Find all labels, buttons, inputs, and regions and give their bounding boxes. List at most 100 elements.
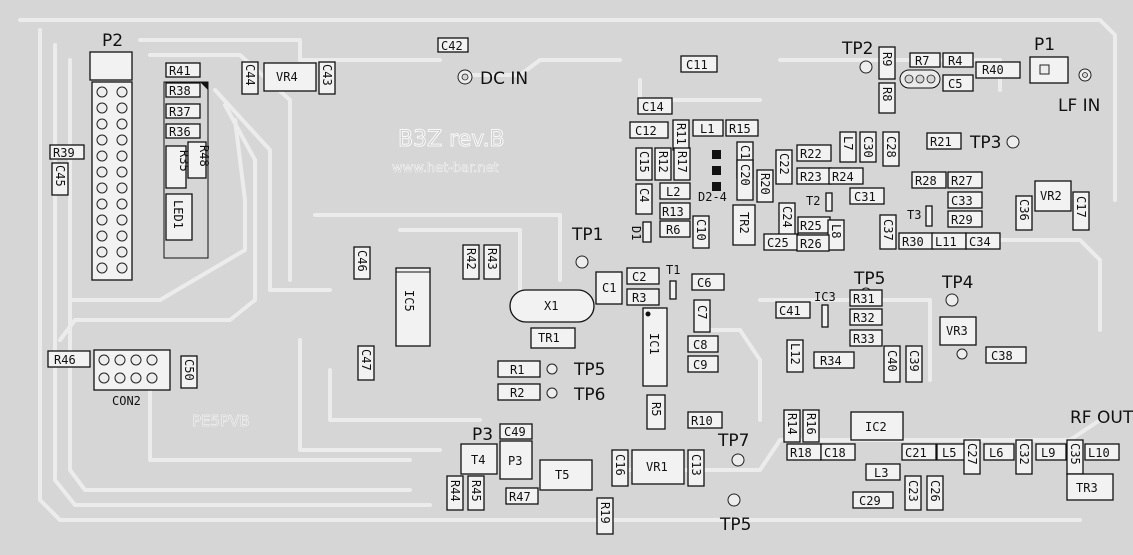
connector-p2[interactable]: P2 bbox=[89, 31, 133, 281]
capacitor-c5[interactable]: C5 bbox=[942, 74, 974, 92]
resistor-r33[interactable]: R33 bbox=[849, 329, 883, 347]
capacitor-c33[interactable]: C33 bbox=[947, 191, 983, 209]
crystal-x1[interactable]: X1 bbox=[509, 289, 595, 323]
connector-p1[interactable]: P1 bbox=[1029, 35, 1092, 84]
resistor-r30[interactable]: R30 bbox=[898, 232, 934, 250]
capacitor-c41[interactable]: C41 bbox=[775, 301, 811, 319]
resistor-r38[interactable]: R38 bbox=[165, 82, 201, 98]
resistor-r31[interactable]: R31 bbox=[849, 289, 883, 307]
resistor-r41[interactable]: R41 bbox=[165, 62, 201, 78]
resistor-r39[interactable]: R39 bbox=[49, 144, 85, 160]
resistor-r35[interactable]: R35 bbox=[165, 145, 191, 189]
ic-ic2[interactable]: IC2 bbox=[850, 411, 904, 441]
testpoint-tp3[interactable]: TP3 bbox=[969, 133, 1020, 153]
capacitor-c10[interactable]: C10 bbox=[692, 215, 710, 249]
capacitor-c43[interactable]: C43 bbox=[318, 61, 336, 95]
testpoint-tp6[interactable]: TP5 bbox=[546, 360, 605, 380]
resistor-r28[interactable]: R28 bbox=[911, 171, 947, 189]
capacitor-c4[interactable]: C4 bbox=[635, 183, 653, 215]
inductor-l1[interactable]: L1 bbox=[692, 119, 724, 137]
capacitor-c11[interactable]: C11 bbox=[680, 55, 718, 73]
capacitor-c12[interactable]: C12 bbox=[629, 121, 669, 139]
resistor-r20[interactable]: R20 bbox=[756, 169, 774, 203]
resistor-r21[interactable]: R21 bbox=[926, 132, 962, 150]
capacitor-c15[interactable]: C15 bbox=[635, 147, 653, 181]
capacitor-c31[interactable]: C31 bbox=[849, 187, 885, 205]
resistor-r14[interactable]: R14 bbox=[783, 409, 801, 443]
resistor-r27[interactable]: R27 bbox=[947, 171, 983, 189]
resistor-r36[interactable]: R36 bbox=[165, 123, 201, 139]
capacitor-c23[interactable]: C23 bbox=[904, 475, 922, 511]
resistor-r3[interactable]: R3 bbox=[626, 288, 660, 306]
capacitor-c9[interactable]: C9 bbox=[687, 355, 719, 373]
resistor-r19[interactable]: R19 bbox=[596, 497, 614, 535]
resistor-r42[interactable]: R42 bbox=[462, 244, 480, 280]
resistor-r47[interactable]: R47 bbox=[505, 487, 539, 505]
testpoint-tp7[interactable]: TP6 bbox=[546, 385, 605, 405]
capacitor-c29[interactable]: C29 bbox=[852, 491, 894, 509]
inductor-l12[interactable]: L12 bbox=[786, 339, 804, 373]
inductor-l2[interactable]: L2 bbox=[659, 182, 691, 200]
resistor-r24[interactable]: R24 bbox=[828, 167, 864, 185]
resistor-r44[interactable]: R44 bbox=[446, 475, 464, 511]
resistor-r4[interactable]: R4 bbox=[942, 52, 974, 68]
capacitor-c45[interactable]: C45 bbox=[51, 162, 69, 196]
ic-ic5[interactable]: IC5 bbox=[395, 267, 431, 347]
inductor-l5[interactable]: L5 bbox=[936, 443, 966, 461]
capacitor-c44[interactable]: C44 bbox=[241, 61, 259, 95]
resistor-r45[interactable]: R45 bbox=[467, 475, 485, 511]
inductor-l7[interactable]: L7 bbox=[839, 131, 857, 163]
capacitor-c6[interactable]: C6 bbox=[691, 273, 725, 291]
resistor-r6[interactable]: R6 bbox=[659, 220, 691, 238]
capacitor-c22[interactable]: C22 bbox=[775, 149, 793, 185]
resistor-r32[interactable]: R32 bbox=[849, 308, 883, 326]
capacitor-c49[interactable]: C49 bbox=[499, 423, 533, 440]
dc-in-terminal[interactable]: DC IN bbox=[457, 69, 528, 89]
capacitor-c46[interactable]: C46 bbox=[353, 246, 371, 280]
capacitor-c28[interactable]: C28 bbox=[882, 131, 900, 167]
resistor-r43[interactable]: R43 bbox=[483, 244, 501, 280]
connector-con2[interactable]: CON2 bbox=[93, 349, 171, 408]
capacitor-c7[interactable]: C7 bbox=[693, 299, 711, 333]
capacitor-c35[interactable]: C35 bbox=[1066, 439, 1084, 475]
transistor-t2[interactable]: T2 bbox=[806, 192, 833, 212]
inductor-l8[interactable]: L8 bbox=[827, 219, 845, 251]
resistor-r46[interactable]: R46 bbox=[47, 350, 91, 368]
resistor-r17[interactable]: R17 bbox=[673, 147, 691, 181]
capacitor-c50[interactable]: C50 bbox=[180, 355, 198, 389]
testpoint-tp1[interactable]: TP1 bbox=[571, 225, 603, 269]
resistor-r16[interactable]: R16 bbox=[802, 409, 820, 443]
capacitor-c13[interactable]: C13 bbox=[687, 449, 705, 487]
inductor-l3[interactable]: L3 bbox=[865, 463, 901, 481]
diodes-d2-4[interactable]: D2-4 bbox=[698, 150, 727, 204]
transistor-t5[interactable]: T5 bbox=[539, 459, 593, 491]
resistor-r23[interactable]: R23 bbox=[796, 167, 832, 185]
resistor-r26[interactable]: R26 bbox=[796, 234, 830, 252]
capacitor-c40[interactable]: C40 bbox=[883, 345, 901, 383]
resistor-r1[interactable]: R1 bbox=[497, 360, 541, 378]
capacitor-c17[interactable]: C17 bbox=[1072, 191, 1090, 231]
capacitor-c24[interactable]: C24 bbox=[778, 202, 796, 236]
resistor-r34[interactable]: R34 bbox=[813, 351, 855, 369]
capacitor-c39[interactable]: C39 bbox=[905, 345, 923, 383]
resistor-r8[interactable]: R8 bbox=[878, 82, 896, 114]
connector-p3[interactable]: P3 P3 bbox=[472, 425, 533, 480]
testpoint-tp8[interactable]: TP7 bbox=[717, 431, 749, 467]
capacitor-c18[interactable]: C18 bbox=[820, 443, 856, 461]
resistor-r13[interactable]: R13 bbox=[659, 202, 691, 220]
resistor-r5[interactable]: R5 bbox=[646, 394, 666, 430]
transistor-t1[interactable]: T1 bbox=[666, 263, 680, 300]
resistor-r12[interactable]: R12 bbox=[654, 147, 672, 181]
inductor-l9[interactable]: L9 bbox=[1035, 443, 1067, 461]
transformer-tr2[interactable]: TR2 bbox=[732, 204, 756, 246]
testpoint-tp2[interactable]: TP2 bbox=[841, 39, 873, 74]
capacitor-c42[interactable]: C42 bbox=[437, 37, 469, 53]
inductor-l6[interactable]: L6 bbox=[983, 443, 1015, 461]
led-led1[interactable]: LED1 bbox=[165, 193, 193, 241]
capacitor-c26[interactable]: C26 bbox=[926, 475, 944, 511]
capacitor-c25[interactable]: C25 bbox=[763, 233, 799, 251]
resistor-r40[interactable]: R40 bbox=[975, 61, 1021, 79]
ic-ic3[interactable]: IC3 bbox=[814, 290, 836, 328]
capacitor-c38[interactable]: C38 bbox=[985, 346, 1027, 364]
resistor-r18[interactable]: R18 bbox=[786, 443, 822, 461]
